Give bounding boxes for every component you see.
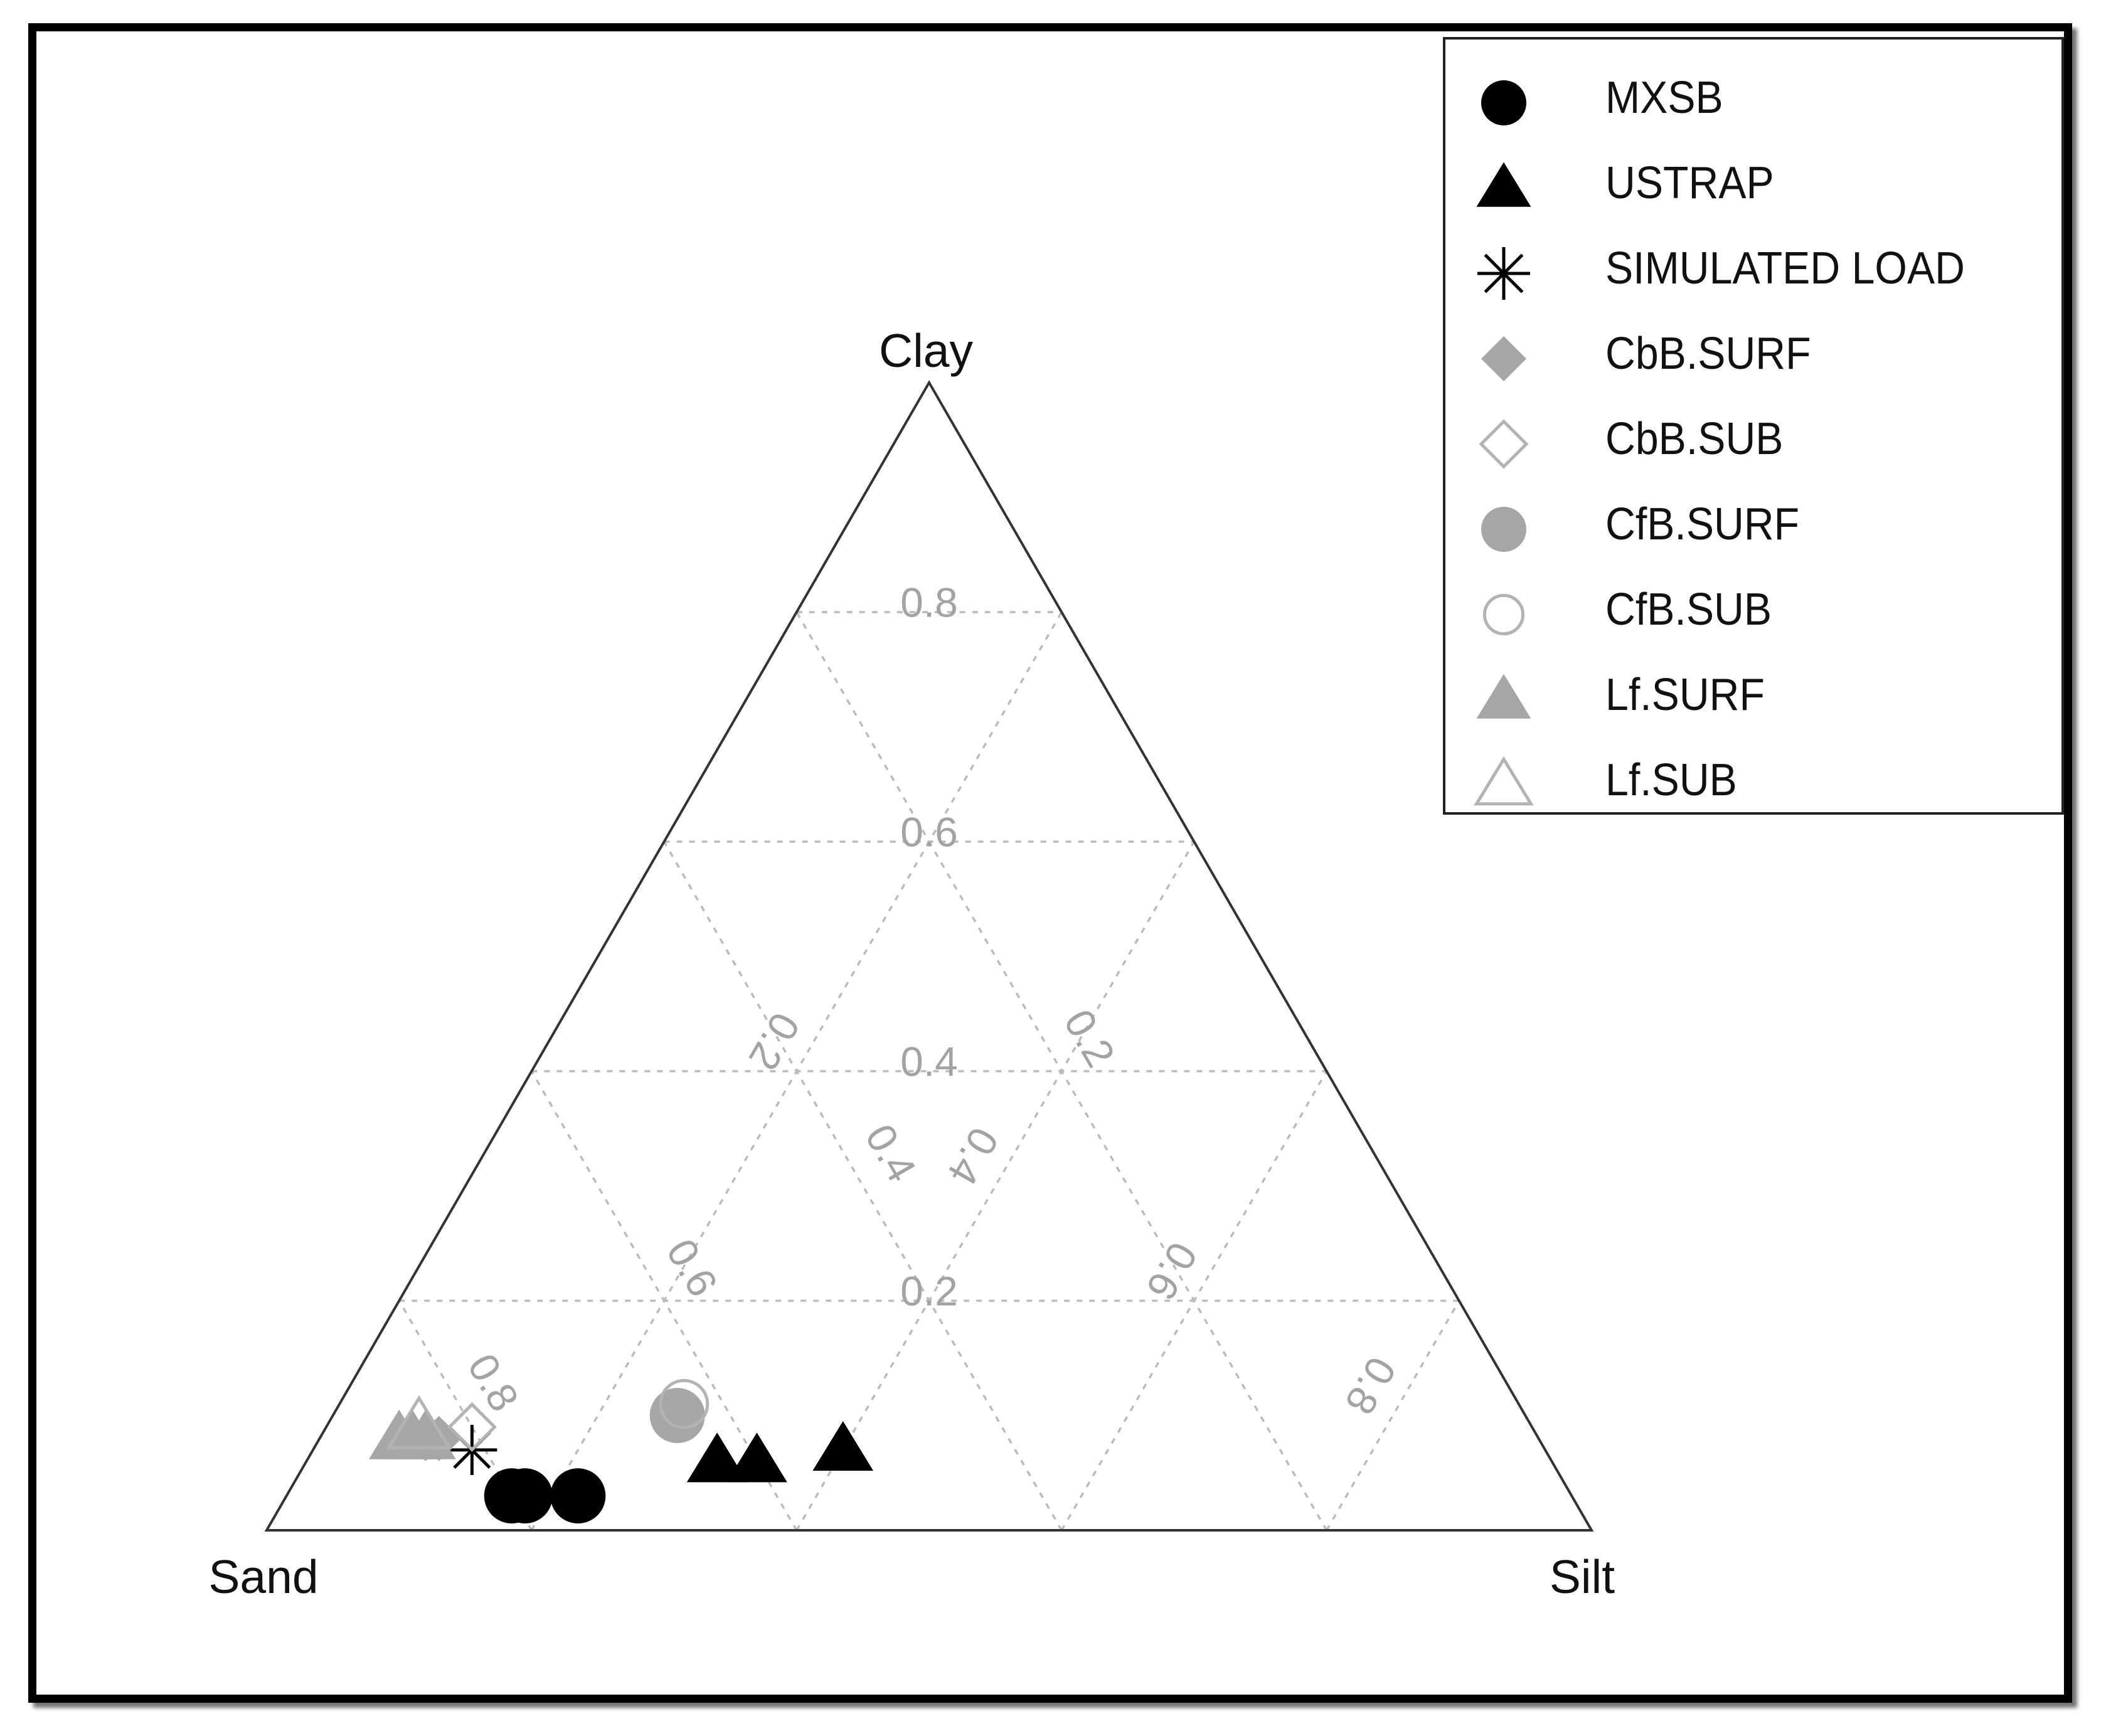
tick-label-clay: 0.2 (900, 1268, 958, 1314)
legend-item: MXSB (1445, 63, 2061, 139)
data-point (812, 1421, 874, 1471)
legend-symbol-open-triangle (1474, 756, 1534, 806)
marker-filled-circle (1481, 80, 1526, 125)
legend-item: USTRAP (1445, 149, 2061, 224)
data-point (649, 1388, 705, 1443)
tick-label-silt: 0.6 (1137, 1235, 1206, 1308)
series-lf-sub (386, 1395, 452, 1449)
legend-label: CfB.SURF (1605, 499, 1800, 549)
axis-label-silt: Silt (1550, 1550, 1615, 1603)
legend-label: CbB.SUB (1605, 414, 1784, 464)
tick-label-clay: 0.6 (900, 808, 958, 855)
axis-label-layer: Clay Sand Silt (208, 324, 1615, 1603)
data-point (497, 1468, 553, 1524)
marker-filled-circle (1481, 507, 1526, 552)
tick-label-silt: 0.8 (1336, 1350, 1405, 1422)
legend-item: Lf.SURF (1445, 660, 2061, 736)
gridline-sand (663, 841, 1063, 1531)
tick-label-clay: 0.4 (900, 1038, 958, 1084)
data-point (726, 1432, 787, 1483)
legend-label: CfB.SUB (1605, 585, 1772, 635)
legend-label: SIMULATED LOAD (1605, 243, 1965, 294)
triangle-outline (264, 379, 1594, 1532)
data-point (659, 1379, 710, 1429)
data-point-layer (368, 1379, 874, 1524)
tick-label-clay: 0.8 (900, 579, 958, 625)
tick-label-sand: 0.2 (1055, 1002, 1124, 1074)
legend-item: CfB.SURF (1445, 490, 2061, 565)
legend-item: CbB.SURF (1445, 319, 2061, 394)
series-ustrap (686, 1421, 874, 1483)
data-point (550, 1468, 606, 1524)
series-cbb-sub (447, 1402, 497, 1452)
legend-symbol-filled-diamond (1481, 336, 1526, 381)
legend-label: Lf.SUB (1605, 755, 1737, 805)
marker-filled-triangle (1476, 162, 1531, 207)
marker-open-triangle (1474, 756, 1534, 806)
legend-symbol-open-diamond (1479, 419, 1529, 469)
legend-symbol-asterisk (1477, 247, 1530, 300)
legend-symbol-filled-circle (1481, 80, 1526, 125)
series-mxsb (484, 1468, 606, 1524)
marker-filled-diamond (1481, 336, 1526, 381)
asterisk-stroke (1484, 253, 1524, 294)
data-point (386, 1395, 452, 1449)
legend-item: CbB.SUB (1445, 405, 2061, 480)
legend-label: CbB.SURF (1605, 329, 1811, 379)
marker-open-diamond (1479, 419, 1529, 469)
axis-label-clay: Clay (879, 324, 974, 377)
legend-item: SIMULATED LOAD (1445, 234, 2061, 309)
series-cfb-surf (649, 1388, 705, 1443)
gridline-silt (795, 841, 1195, 1531)
axis-label-sand: Sand (208, 1550, 318, 1603)
gridline-silt (1060, 1071, 1328, 1531)
marker-open-circle (1482, 593, 1525, 636)
marker-asterisk (1477, 247, 1530, 300)
legend-item: Lf.SUB (1445, 746, 2061, 821)
legend-symbol-filled-circle (1481, 507, 1526, 552)
legend-label: MXSB (1605, 73, 1723, 123)
tick-label-sand: 0.6 (657, 1231, 726, 1304)
tick-label-silt: 0.2 (740, 1005, 809, 1078)
data-point (686, 1432, 748, 1483)
legend-symbol-open-circle (1482, 593, 1525, 636)
legend-label: Lf.SURF (1605, 670, 1765, 720)
legend-symbol-filled-triangle (1476, 162, 1531, 207)
gridline-silt (1326, 1300, 1460, 1531)
legend-label: USTRAP (1605, 158, 1774, 208)
marker-filled-triangle (1476, 674, 1531, 719)
legend-symbol-filled-triangle (1476, 674, 1531, 719)
legend: MXSB USTRAP SIMULATED LOAD CbB.SURF CbB.SUB C… (1443, 37, 2064, 815)
tick-label-sand: 0.4 (856, 1116, 925, 1189)
legend-item: CfB.SUB (1445, 575, 2061, 650)
series-cfb-sub (659, 1379, 710, 1429)
data-point (447, 1402, 497, 1452)
